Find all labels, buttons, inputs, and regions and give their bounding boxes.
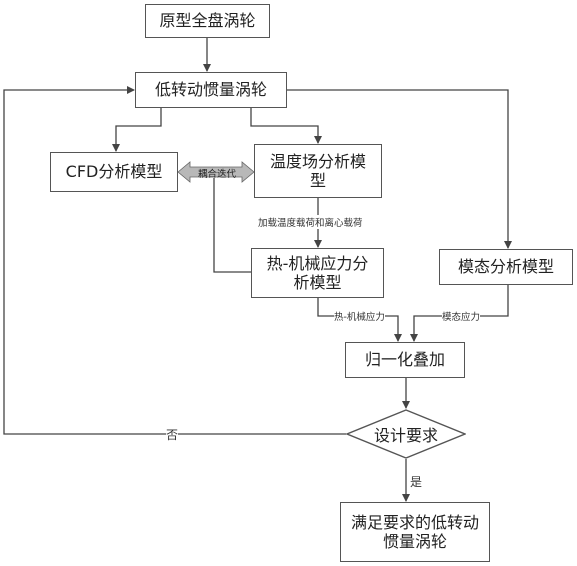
low-inertia-turbine-box: 低转动惯量涡轮 <box>135 72 287 108</box>
origin-turbine-box: 原型全盘涡轮 <box>145 4 270 38</box>
thermo-mechanical-model-label-2: 析模型 <box>293 273 342 292</box>
thermo-mechanical-model-box: 热-机械应力分 析模型 <box>251 248 384 298</box>
yes-label: 是 <box>410 473 423 490</box>
cfd-model-box: CFD分析模型 <box>50 152 178 192</box>
temperature-model-label-2: 型 <box>309 171 326 190</box>
thermo-mechanical-model-label-1: 热-机械应力分 <box>266 253 369 273</box>
design-requirement-diamond: 设计要求 <box>346 409 466 459</box>
cfd-model-label: CFD分析模型 <box>65 162 163 182</box>
temperature-model-label-1: 温度场分析模 <box>269 151 366 171</box>
result-turbine-label-1: 满足要求的低转动 <box>350 512 479 532</box>
thermo-stress-label: 热-机械应力 <box>334 309 385 323</box>
load-label: 加载温度载荷和离心载荷 <box>258 215 363 229</box>
modal-stress-label: 模态应力 <box>442 309 481 323</box>
temperature-model-box: 温度场分析模 型 <box>254 144 382 198</box>
modal-model-box: 模态分析模型 <box>439 249 573 285</box>
modal-model-label: 模态分析模型 <box>457 257 554 277</box>
result-turbine-label-2: 惯量涡轮 <box>382 532 447 551</box>
normalize-superpose-label: 归一化叠加 <box>364 350 445 370</box>
coupling-iteration-label: 耦合迭代 <box>197 169 236 180</box>
normalize-superpose-box: 归一化叠加 <box>345 342 465 378</box>
origin-turbine-label: 原型全盘涡轮 <box>159 11 256 31</box>
result-turbine-box: 满足要求的低转动 惯量涡轮 <box>340 502 490 562</box>
design-requirement-label: 设计要求 <box>373 426 438 445</box>
low-inertia-turbine-label: 低转动惯量涡轮 <box>154 80 267 100</box>
no-label: 否 <box>166 426 179 443</box>
